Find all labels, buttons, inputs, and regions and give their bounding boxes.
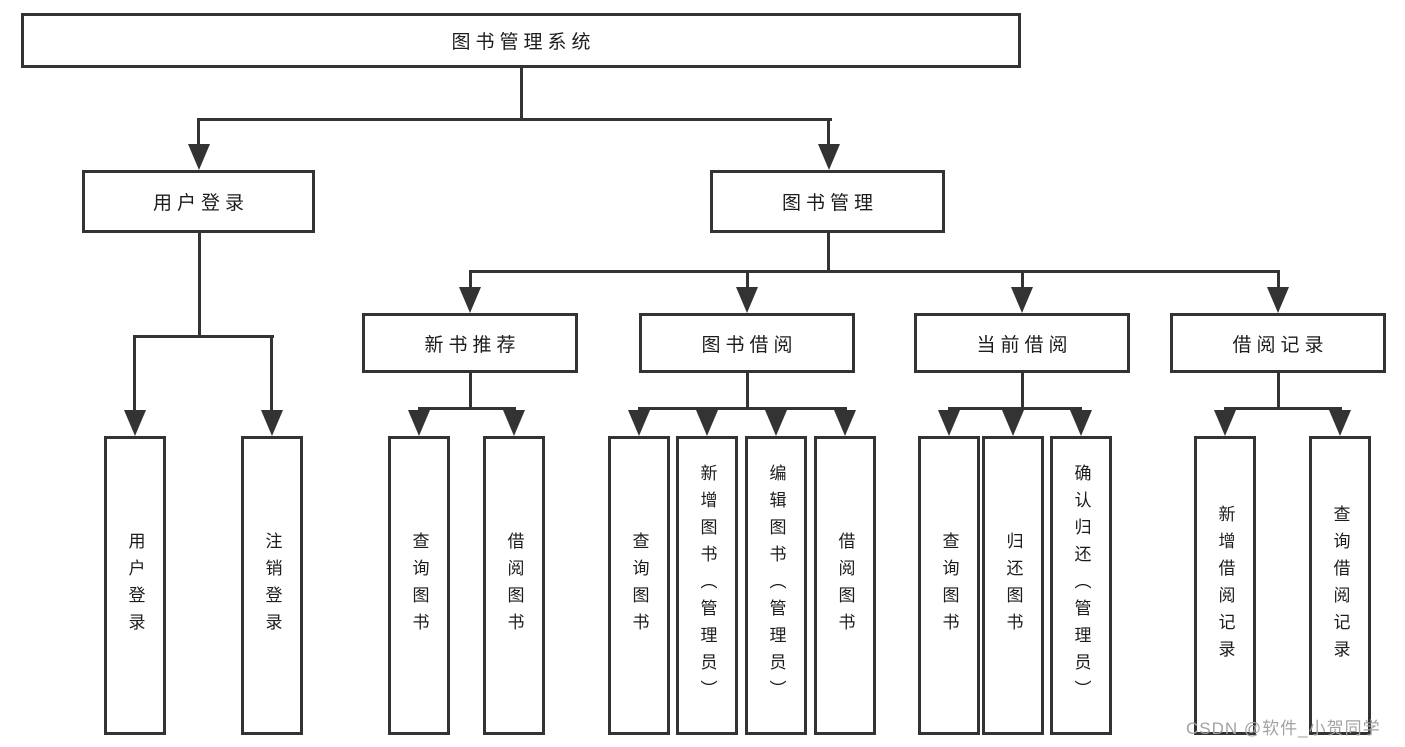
arrow-down-icon bbox=[1070, 410, 1092, 436]
arrow-down-icon bbox=[938, 410, 960, 436]
node-label: 图书借阅 bbox=[701, 334, 798, 356]
connector-line bbox=[1021, 270, 1024, 289]
node-book-management: 图书管理 bbox=[710, 170, 945, 233]
leaf-query-books-recommend: 查询图书 bbox=[388, 436, 450, 735]
leaf-logout: 注销登录 bbox=[241, 436, 303, 735]
node-label: 查询借阅记录 bbox=[1330, 504, 1350, 667]
connector-user-login-crossbar bbox=[133, 335, 274, 338]
arrow-down-icon bbox=[1267, 287, 1289, 313]
node-label: 注销登录 bbox=[262, 531, 282, 640]
node-label: 新书推荐 bbox=[424, 334, 521, 356]
arrow-down-icon bbox=[1002, 410, 1024, 436]
connector-book-mgmt-stem bbox=[827, 233, 830, 272]
connector-line bbox=[418, 407, 516, 410]
node-label: 当前借阅 bbox=[976, 334, 1073, 356]
leaf-add-book-admin: 新增图书（管理员） bbox=[676, 436, 738, 735]
node-label: 用户登录 bbox=[125, 531, 145, 640]
connector-line bbox=[1277, 373, 1280, 410]
arrow-down-icon bbox=[459, 287, 481, 313]
leaf-query-borrow-record: 查询借阅记录 bbox=[1309, 436, 1371, 735]
connector-line bbox=[948, 407, 1082, 410]
leaf-add-borrow-record: 新增借阅记录 bbox=[1194, 436, 1256, 735]
arrow-down-icon bbox=[736, 287, 758, 313]
arrow-down-icon bbox=[261, 410, 283, 436]
node-label: 确认归还（管理员） bbox=[1071, 464, 1091, 707]
node-label: 图书管理系统 bbox=[451, 32, 596, 53]
node-user-login: 用户登录 bbox=[82, 170, 315, 233]
connector-line bbox=[827, 118, 830, 148]
connector-line bbox=[746, 373, 749, 410]
leaf-borrow-books-recommend: 借阅图书 bbox=[483, 436, 545, 735]
node-label: 查询图书 bbox=[409, 531, 429, 640]
arrow-down-icon bbox=[124, 410, 146, 436]
csdn-watermark: CSDN @软件_小贺同学 bbox=[1186, 719, 1381, 738]
connector-line bbox=[469, 373, 472, 410]
leaf-confirm-return-admin: 确认归还（管理员） bbox=[1050, 436, 1112, 735]
node-label: 查询图书 bbox=[939, 531, 959, 640]
arrow-down-icon bbox=[765, 410, 787, 436]
connector-line bbox=[270, 335, 273, 412]
node-label: 借阅图书 bbox=[504, 531, 524, 640]
node-label: 编辑图书（管理员） bbox=[766, 464, 786, 707]
connector-user-login-stem bbox=[198, 233, 201, 337]
connector-line bbox=[1277, 270, 1280, 289]
arrow-down-icon bbox=[628, 410, 650, 436]
arrow-down-icon bbox=[503, 410, 525, 436]
node-library-management-system: 图书管理系统 bbox=[21, 13, 1021, 68]
arrow-down-icon bbox=[1011, 287, 1033, 313]
node-book-borrowing: 图书借阅 bbox=[639, 313, 855, 373]
node-label: 新增图书（管理员） bbox=[697, 464, 717, 707]
arrow-down-icon bbox=[1329, 410, 1351, 436]
arrow-down-icon bbox=[834, 410, 856, 436]
arrow-down-icon bbox=[188, 144, 210, 170]
leaf-query-books-borrowing: 查询图书 bbox=[608, 436, 670, 735]
connector-root-stem bbox=[520, 68, 523, 120]
leaf-query-books-current: 查询图书 bbox=[918, 436, 980, 735]
node-label: 借阅图书 bbox=[835, 531, 855, 640]
leaf-edit-book-admin: 编辑图书（管理员） bbox=[745, 436, 807, 735]
connector-line bbox=[1224, 407, 1342, 410]
connector-line bbox=[746, 270, 749, 289]
arrow-down-icon bbox=[696, 410, 718, 436]
connector-book-mgmt-crossbar bbox=[469, 270, 1280, 273]
arrow-down-icon bbox=[818, 144, 840, 170]
node-label: 图书管理 bbox=[781, 193, 878, 214]
node-label: 查询图书 bbox=[629, 531, 649, 640]
node-borrowing-records: 借阅记录 bbox=[1170, 313, 1386, 373]
node-new-book-recommend: 新书推荐 bbox=[362, 313, 578, 373]
arrow-down-icon bbox=[408, 410, 430, 436]
node-current-borrowing: 当前借阅 bbox=[914, 313, 1130, 373]
connector-line bbox=[133, 335, 136, 412]
leaf-return-book: 归还图书 bbox=[982, 436, 1044, 735]
connector-line bbox=[1021, 373, 1024, 410]
connector-line bbox=[469, 270, 472, 289]
leaf-user-login: 用户登录 bbox=[104, 436, 166, 735]
connector-root-crossbar bbox=[197, 118, 832, 121]
leaf-borrow-books-borrowing: 借阅图书 bbox=[814, 436, 876, 735]
node-label: 用户登录 bbox=[152, 193, 249, 214]
connector-line bbox=[197, 118, 200, 148]
node-label: 归还图书 bbox=[1003, 531, 1023, 640]
connector-line bbox=[638, 407, 847, 410]
arrow-down-icon bbox=[1214, 410, 1236, 436]
node-label: 新增借阅记录 bbox=[1215, 504, 1235, 667]
node-label: 借阅记录 bbox=[1232, 334, 1329, 356]
